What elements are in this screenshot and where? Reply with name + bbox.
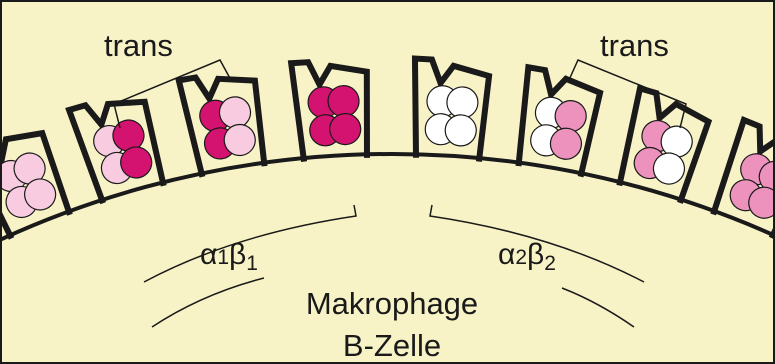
- cell-type-makrophage: Makrophage: [306, 286, 478, 321]
- trans-left-label: trans: [104, 28, 173, 63]
- alpha1-subscript: 1: [217, 246, 229, 269]
- beta2-subscript: 2: [544, 252, 556, 275]
- cell-type-b-zelle: B-Zelle: [343, 328, 441, 362]
- beta2-symbol: β: [527, 238, 544, 271]
- alpha2-subscript: 2: [515, 246, 527, 269]
- beta1-symbol: β: [229, 238, 246, 271]
- alpha1-symbol: α: [200, 238, 217, 271]
- alpha2-symbol: α: [498, 238, 515, 271]
- beta1-subscript: 1: [246, 252, 258, 275]
- trans-right-label: trans: [600, 28, 669, 63]
